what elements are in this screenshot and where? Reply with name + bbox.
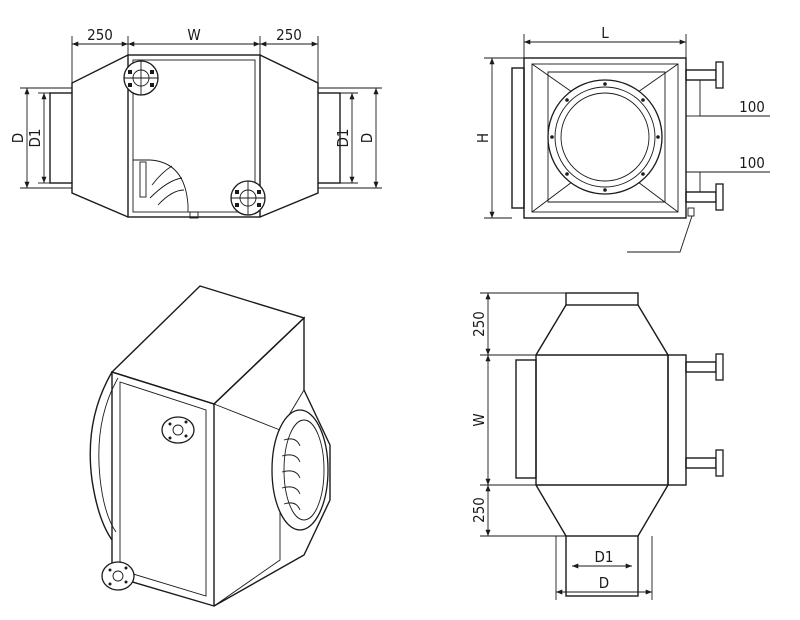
dim-100-bottom: 100 — [739, 154, 765, 172]
dim-100-top: 100 — [739, 98, 765, 116]
tv-pipe-bottom — [685, 457, 717, 469]
dim-W-tv: W — [470, 413, 488, 426]
taper-mid — [547, 71, 666, 203]
dim-W-top: W — [187, 26, 200, 44]
iso-coil — [281, 438, 301, 511]
top-view-side-box — [667, 354, 687, 486]
dim-D1-right: D1 — [334, 129, 352, 148]
dim-D-tv: D — [599, 574, 609, 592]
main-body — [127, 54, 261, 218]
iso-nozzle-bottom — [101, 561, 135, 591]
port-bolt-holes — [550, 82, 660, 192]
dim-D1-left: D1 — [26, 129, 44, 148]
pipe-top — [685, 69, 717, 81]
side-view: L H 100 100 — [474, 24, 770, 253]
side-fin-plate — [511, 67, 525, 209]
top-view-duct-top — [565, 292, 639, 306]
cutaway-slot — [139, 161, 147, 198]
left-transition — [71, 54, 129, 218]
dim-D1-tv: D1 — [595, 548, 614, 566]
left-duct — [49, 92, 73, 184]
drain-leader — [627, 215, 693, 253]
right-duct — [317, 92, 341, 184]
top-view-fin — [515, 359, 537, 479]
top-view-transitions — [535, 304, 669, 537]
taper-lines — [531, 63, 679, 213]
back-flange-arc — [89, 371, 113, 541]
pipe-bottom — [685, 191, 717, 203]
tv-pipe-top — [685, 361, 717, 373]
flange-top — [123, 60, 159, 96]
cutaway-outline — [133, 159, 189, 212]
dim-250-left: 250 — [87, 26, 113, 44]
top-view: 250 W 250 D1 D — [470, 292, 724, 600]
flange-bottom — [230, 180, 266, 216]
right-transition — [259, 54, 319, 218]
iso-nozzle-top — [161, 416, 195, 444]
dim-D-right: D — [358, 133, 376, 143]
front-view: 250 W 250 D D1 D1 D — [9, 26, 382, 219]
top-view-duct-bottom — [565, 535, 639, 597]
isometric-view — [89, 285, 331, 607]
side-body-inner — [531, 63, 679, 213]
dim-D-left: D — [9, 133, 27, 143]
dim-L: L — [601, 24, 609, 42]
round-port-outer — [547, 79, 663, 195]
cutaway-fins — [149, 165, 185, 206]
dim-250-top-tv: 250 — [470, 311, 488, 337]
bottom-tab — [189, 211, 199, 219]
dim-250-bottom-tv: 250 — [470, 497, 488, 523]
dim-250-right: 250 — [276, 26, 302, 44]
dim-H: H — [474, 133, 492, 143]
iso-port-flange — [271, 409, 329, 531]
side-body-outer — [523, 57, 687, 219]
